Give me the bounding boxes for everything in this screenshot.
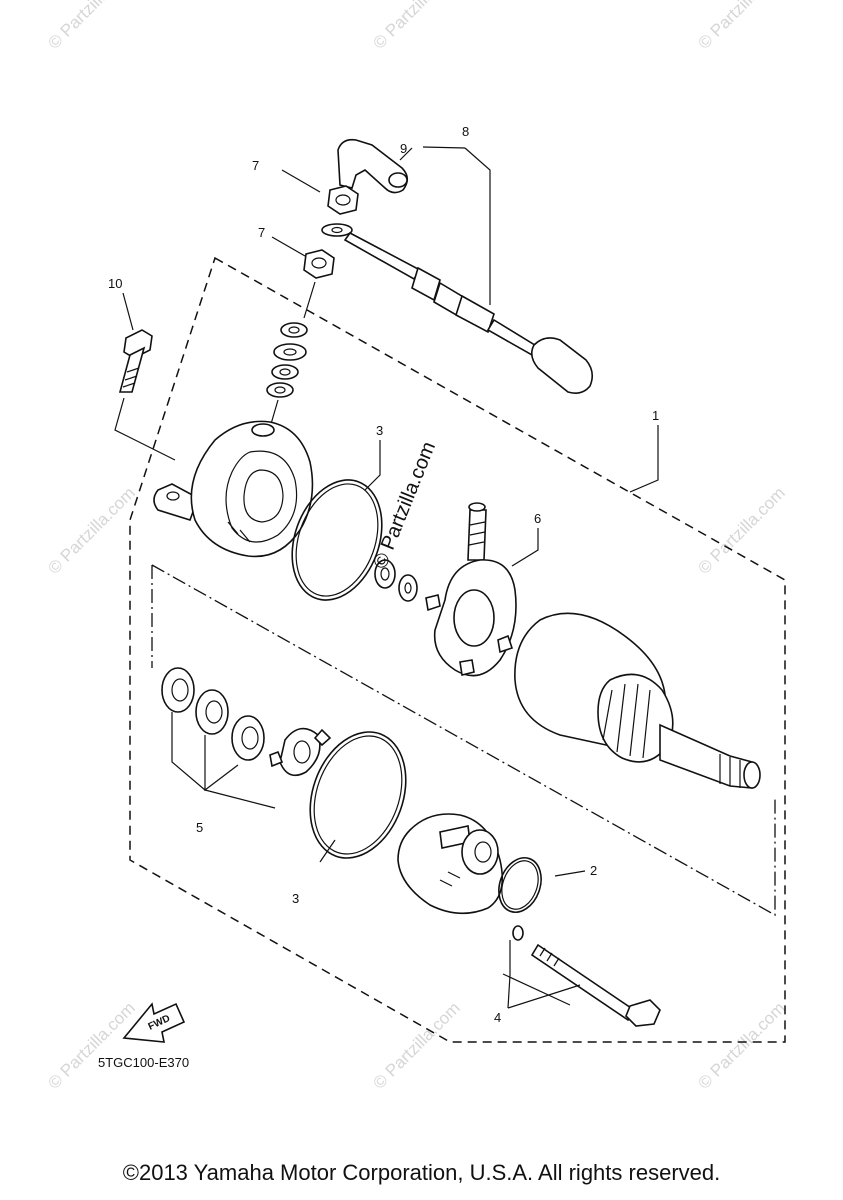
callout-numbers: 1 2 3 3 4 5 6 7 7 8 9 10 (108, 124, 659, 1025)
copyright-notice: ©2013 Yamaha Motor Corporation, U.S.A. A… (122, 1160, 721, 1185)
brush-plate-bore (453, 589, 495, 647)
commutator (597, 673, 674, 763)
callout-6: 6 (534, 511, 541, 526)
cable-lead-lower (486, 318, 540, 357)
callout-7: 7 (258, 225, 265, 240)
lock-washer (279, 727, 321, 777)
callout-leaders (122, 146, 659, 877)
callout-9: 9 (400, 141, 407, 156)
washer (280, 322, 308, 338)
washer (271, 364, 299, 380)
nut-upper (327, 185, 359, 215)
shim-set (161, 667, 332, 809)
washer (273, 343, 307, 361)
callout-8: 8 (462, 124, 469, 139)
small-o-ring (512, 925, 524, 941)
cable-lead-upper (343, 231, 422, 281)
callout-3: 3 (376, 423, 383, 438)
callout-10: 10 (108, 276, 122, 291)
callout-7: 7 (252, 158, 259, 173)
fwd-arrow-icon: FWD (122, 1002, 186, 1043)
insulator (398, 574, 418, 602)
watermark: © Partzilla.com (694, 483, 788, 577)
rear-cover (397, 813, 504, 915)
terminal-nuts-washers (266, 185, 359, 425)
watermark: © Partzilla.com (44, 998, 138, 1092)
ring-terminal (321, 223, 353, 237)
housing-terminal-boss (251, 423, 275, 437)
bolt-10 (114, 329, 176, 461)
shim (195, 689, 229, 735)
callout-1: 1 (652, 408, 659, 423)
armature (514, 612, 761, 789)
through-bolt-head (625, 999, 661, 1027)
shim (161, 667, 195, 713)
starter-cable-assembly (321, 138, 594, 394)
front-housing (153, 420, 314, 558)
through-bolt (530, 943, 636, 1022)
brush-holder-plate (425, 502, 517, 677)
o-ring-lower (309, 731, 407, 859)
washer (266, 382, 294, 398)
watermark: © Partzilla.com (369, 998, 463, 1092)
watermark: © Partzilla.com (44, 0, 138, 53)
watermark: © Partzilla.com (369, 0, 463, 53)
rear-cover-boss (461, 829, 499, 875)
callout-2: 2 (590, 863, 597, 878)
housing-body (190, 420, 314, 558)
cable-boot (530, 337, 594, 394)
terminal-insulators (374, 559, 418, 602)
o-ring-upper (291, 479, 383, 601)
callout-5: 5 (196, 820, 203, 835)
diagram-code: 5TGC100-E370 (98, 1055, 189, 1070)
subassembly-frame (151, 564, 776, 917)
nut-lower (303, 249, 335, 279)
watermark: © Partzilla.com (694, 0, 788, 53)
callout-3: 3 (292, 891, 299, 906)
watermarks: © Partzilla.com © Partzilla.com © Partzi… (44, 0, 788, 1093)
through-bolt-set (502, 925, 661, 1027)
armature-shaft (659, 723, 753, 789)
insulator (374, 559, 396, 589)
watermark: © Partzilla.com (44, 483, 138, 577)
terminal-cap-opening (388, 172, 408, 188)
watermark: © Partzilla.com (694, 998, 788, 1092)
o-ring-small (498, 857, 542, 913)
shim (231, 715, 265, 761)
callout-4: 4 (494, 1010, 501, 1025)
